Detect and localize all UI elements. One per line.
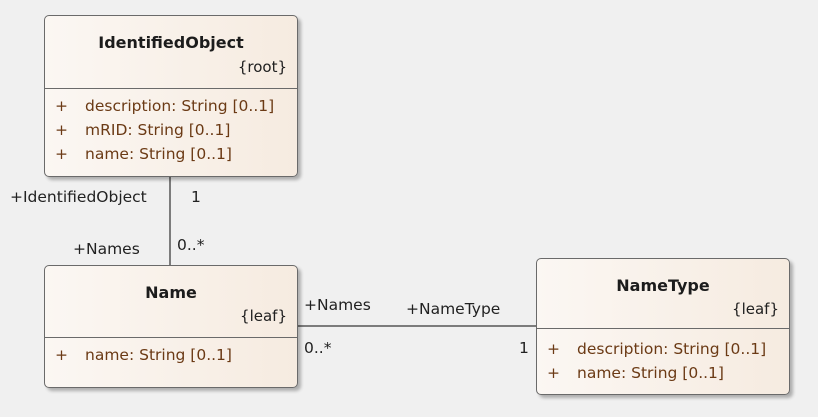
attribute-row[interactable]: + description: String [0..1] (45, 94, 297, 118)
class-header: Name {leaf} (45, 266, 297, 338)
class-name-box[interactable]: Name {leaf} + name: String [0..1] (44, 265, 298, 388)
attribute-row[interactable]: + name: String [0..1] (45, 142, 297, 166)
multiplicity-label: 1 (519, 339, 529, 357)
visibility-marker: + (55, 346, 68, 364)
class-name: IdentifiedObject (98, 33, 244, 52)
attribute-text: mRID: String [0..1] (85, 121, 231, 139)
attribute-text: name: String [0..1] (577, 364, 724, 382)
visibility-marker: + (55, 121, 68, 139)
multiplicity-label: 1 (191, 188, 201, 206)
attribute-text: description: String [0..1] (577, 340, 767, 358)
class-name-type[interactable]: NameType {leaf} + description: String [0… (536, 258, 790, 395)
attribute-row[interactable]: + name: String [0..1] (45, 343, 297, 367)
multiplicity-label: 0..* (177, 236, 205, 254)
class-identified-object[interactable]: IdentifiedObject {root} + description: S… (44, 15, 298, 177)
visibility-marker: + (55, 97, 68, 115)
role-label-names: +Names (304, 296, 371, 314)
role-label-identified-object: +IdentifiedObject (10, 188, 147, 206)
visibility-marker: + (55, 145, 68, 163)
visibility-marker: + (547, 340, 560, 358)
multiplicity-label: 0..* (304, 339, 332, 357)
class-stereotype: {root} (237, 58, 287, 76)
class-name: Name (145, 283, 197, 302)
attribute-text: name: String [0..1] (85, 145, 232, 163)
class-header: IdentifiedObject {root} (45, 16, 297, 89)
class-stereotype: {leaf} (240, 307, 287, 325)
attribute-row[interactable]: + mRID: String [0..1] (45, 118, 297, 142)
attribute-row[interactable]: + description: String [0..1] (537, 337, 789, 361)
visibility-marker: + (547, 364, 560, 382)
attribute-text: description: String [0..1] (85, 97, 275, 115)
class-header: NameType {leaf} (537, 259, 789, 329)
class-stereotype: {leaf} (732, 300, 779, 318)
role-label-name-type: +NameType (406, 300, 501, 318)
class-name: NameType (616, 276, 710, 295)
attribute-row[interactable]: + name: String [0..1] (537, 361, 789, 385)
attribute-text: name: String [0..1] (85, 346, 232, 364)
role-label-names: +Names (73, 240, 140, 258)
